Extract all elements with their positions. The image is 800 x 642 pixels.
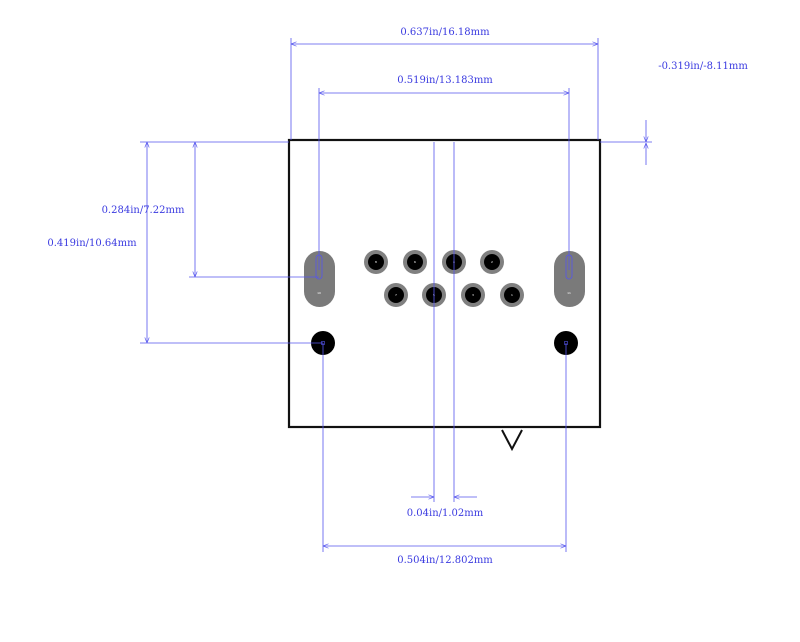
dim-slot-spacing: 0.519in/13.183mm — [397, 75, 493, 86]
pin-2: 2 — [480, 250, 504, 274]
dim-hole-spacing: 0.504in/12.802mm — [397, 555, 493, 566]
dim-hole-height: 0.419in/10.64mm — [47, 238, 137, 249]
svg-text:1: 1 — [511, 293, 513, 297]
pin-row-bottom: 7 5 3 1 — [384, 283, 524, 307]
dim-top-offset: -0.319in/-8.11mm — [658, 61, 748, 72]
svg-text:8: 8 — [375, 260, 377, 264]
dim-pin-pitch: 0.04in/1.02mm — [407, 508, 484, 519]
svg-text:2: 2 — [491, 260, 493, 264]
component-outline — [287, 138, 602, 452]
slot-label: 11 — [567, 291, 571, 295]
pin-1: 1 — [500, 283, 524, 307]
pin-7: 7 — [384, 283, 408, 307]
pin-row-top: 8 6 4 2 — [364, 250, 504, 274]
pin-8: 8 — [364, 250, 388, 274]
svg-text:7: 7 — [395, 293, 397, 297]
slot-label: 10 — [317, 291, 321, 295]
svg-text:6: 6 — [414, 260, 416, 264]
pin-3: 3 — [461, 283, 485, 307]
orientation-notch — [501, 429, 523, 452]
dim-overall-width: 0.637in/16.18mm — [400, 27, 490, 38]
dimension-lines — [140, 38, 652, 552]
pin-6: 6 — [403, 250, 427, 274]
slot-pad-right: 11 — [554, 251, 585, 307]
slot-pad-left: 10 — [304, 251, 335, 307]
svg-text:3: 3 — [472, 293, 474, 297]
dim-slot-height: 0.284in/7.22mm — [102, 205, 185, 216]
